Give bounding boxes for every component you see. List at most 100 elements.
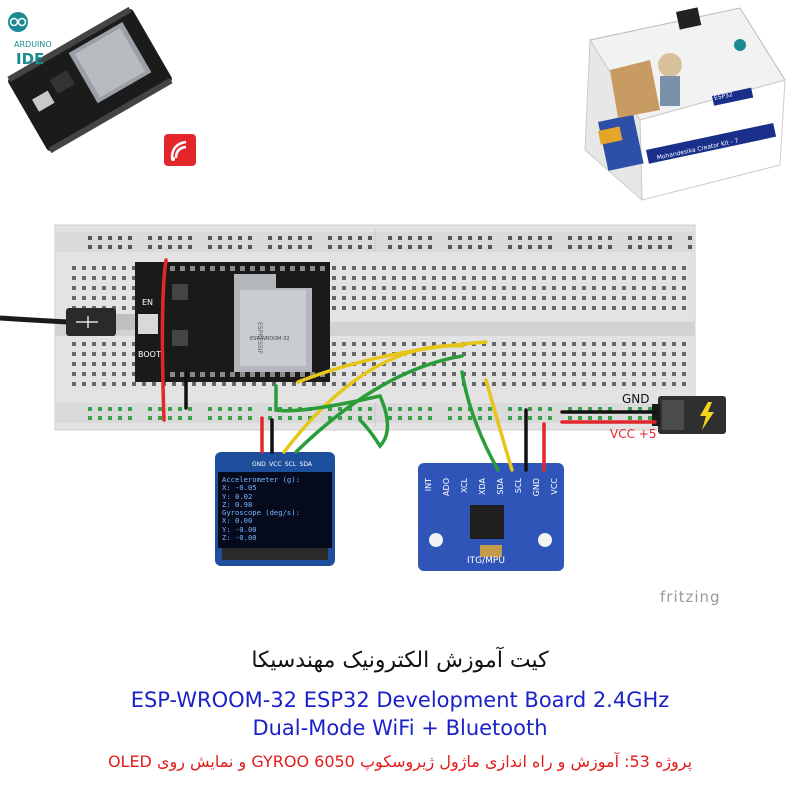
breadboard-hole — [348, 236, 352, 240]
breadboard-hole — [352, 286, 356, 290]
breadboard-hole — [352, 266, 356, 270]
breadboard-hole — [218, 416, 222, 420]
breadboard-hole — [522, 372, 526, 376]
breadboard-hole — [412, 306, 416, 310]
breadboard-hole — [612, 352, 616, 356]
breadboard-hole — [228, 407, 232, 411]
breadboard-hole — [388, 245, 392, 249]
breadboard-hole — [422, 342, 426, 346]
esp-header-pin — [290, 372, 295, 377]
breadboard-hole — [532, 342, 536, 346]
esp-header-pin — [170, 266, 175, 271]
breadboard-hole — [452, 382, 456, 386]
breadboard-hole — [278, 245, 282, 249]
breadboard-hole — [662, 306, 666, 310]
breadboard-hole — [628, 236, 632, 240]
breadboard-hole — [442, 276, 446, 280]
breadboard-hole — [632, 266, 636, 270]
breadboard-hole — [682, 286, 686, 290]
breadboard-hole — [518, 416, 522, 420]
breadboard-hole — [92, 276, 96, 280]
breadboard-hole — [552, 352, 556, 356]
breadboard-hole — [592, 382, 596, 386]
breadboard-hole — [268, 416, 272, 420]
breadboard-hole — [632, 352, 636, 356]
breadboard-hole — [662, 342, 666, 346]
breadboard-hole — [72, 276, 76, 280]
breadboard-hole — [208, 407, 212, 411]
breadboard-hole — [502, 276, 506, 280]
breadboard-hole — [322, 382, 326, 386]
breadboard-hole — [342, 276, 346, 280]
breadboard-hole — [652, 352, 656, 356]
breadboard-hole — [72, 352, 76, 356]
breadboard-hole — [652, 372, 656, 376]
kit-product-box — [584, 7, 786, 202]
breadboard-hole — [108, 416, 112, 420]
breadboard-hole — [502, 372, 506, 376]
breadboard-hole — [632, 286, 636, 290]
breadboard-hole — [488, 407, 492, 411]
breadboard-hole — [368, 407, 372, 411]
breadboard-hole — [252, 382, 256, 386]
breadboard-hole — [88, 236, 92, 240]
breadboard-hole — [372, 266, 376, 270]
breadboard-hole — [288, 245, 292, 249]
breadboard-hole — [92, 296, 96, 300]
oled-line: Z: 0.98 — [222, 499, 253, 509]
breadboard-hole — [572, 342, 576, 346]
esp-header-pin — [240, 266, 245, 271]
breadboard-hole — [332, 286, 336, 290]
breadboard-hole — [628, 245, 632, 249]
breadboard-hole — [72, 372, 76, 376]
breadboard-hole — [352, 352, 356, 356]
breadboard-hole — [392, 306, 396, 310]
breadboard-hole — [388, 416, 392, 420]
breadboard-hole — [642, 286, 646, 290]
breadboard-hole — [362, 352, 366, 356]
breadboard-hole — [482, 372, 486, 376]
breadboard-hole — [92, 362, 96, 366]
breadboard-hole — [398, 236, 402, 240]
breadboard-hole — [122, 362, 126, 366]
breadboard-hole — [118, 245, 122, 249]
breadboard-hole — [458, 245, 462, 249]
esp-header-pin — [210, 372, 215, 377]
mpu-pin-int: INT — [424, 478, 433, 492]
mpu-pin-gnd: GND — [532, 478, 541, 497]
breadboard-hole — [362, 266, 366, 270]
breadboard-hole — [622, 286, 626, 290]
breadboard-hole — [642, 382, 646, 386]
breadboard-hole — [362, 276, 366, 280]
breadboard-hole — [442, 382, 446, 386]
breadboard-hole — [332, 362, 336, 366]
breadboard-hole — [482, 266, 486, 270]
breadboard-hole — [672, 362, 676, 366]
breadboard-hole — [522, 362, 526, 366]
breadboard-hole — [88, 416, 92, 420]
breadboard-hole — [528, 407, 532, 411]
breadboard-hole — [468, 245, 472, 249]
breadboard-hole — [398, 407, 402, 411]
breadboard-hole — [512, 382, 516, 386]
breadboard-hole — [518, 245, 522, 249]
breadboard-hole — [238, 407, 242, 411]
breadboard-hole — [582, 342, 586, 346]
breadboard-hole — [648, 416, 652, 420]
breadboard-hole — [608, 407, 612, 411]
breadboard-hole — [638, 236, 642, 240]
breadboard-hole — [528, 245, 532, 249]
breadboard-hole — [542, 286, 546, 290]
esp-header-pin — [210, 266, 215, 271]
breadboard-hole — [582, 306, 586, 310]
arduino-logo-text: ARDUINO — [14, 40, 52, 49]
wires — [160, 258, 657, 472]
breadboard-hole — [548, 236, 552, 240]
breadboard-hole — [662, 266, 666, 270]
breadboard-hole — [658, 245, 662, 249]
breadboard-hole — [398, 416, 402, 420]
breadboard-hole — [472, 306, 476, 310]
breadboard-hole — [592, 306, 596, 310]
breadboard-hole — [442, 362, 446, 366]
breadboard-hole — [122, 352, 126, 356]
